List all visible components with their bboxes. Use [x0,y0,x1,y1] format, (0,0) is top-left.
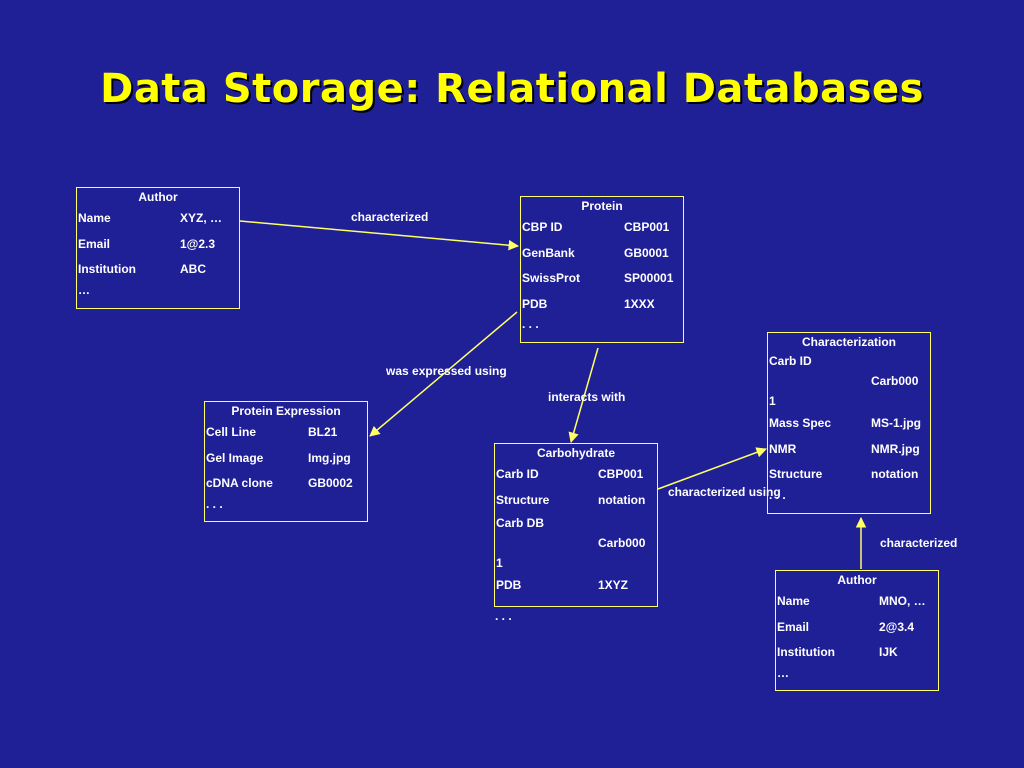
table-header: Author [837,573,877,587]
table-more: … [78,282,90,297]
table-more: . . . [522,317,539,331]
edge-label-characterized-using: characterized using [668,485,781,499]
table-header: Protein Expression [231,404,341,418]
edge-label-characterized: characterized [351,210,429,224]
table-header: Protein [581,199,623,213]
table-more: … [777,665,789,680]
arrow-author-to-protein [239,220,520,251]
edge-label-interacts-with: interacts with [548,390,626,404]
arrow-protein-to-expression [369,311,518,437]
table-more: . . . [206,496,223,511]
table-header: Author [138,190,178,204]
table-more: . . . [769,487,786,502]
table-header: Characterization [801,335,897,349]
table-row: Carb ID Carb000 1 [769,354,919,408]
carbohydrate-more: . . . [495,609,512,623]
characterization-table: Characterization Carb ID Carb000 1 Mass … [767,332,931,514]
edge-label-characterized-author: characterized [880,536,958,550]
table-row: Carb DB Carb000 1 [496,516,646,570]
table-header: Carbohydrate [536,446,616,460]
arrow-carbohydrate-to-characterization [657,447,767,490]
arrow-protein-to-carbohydrate [568,347,599,444]
slide-title: Data Storage: Relational Databases [100,66,924,112]
edge-label-was-expressed-using: was expressed using [386,364,507,378]
